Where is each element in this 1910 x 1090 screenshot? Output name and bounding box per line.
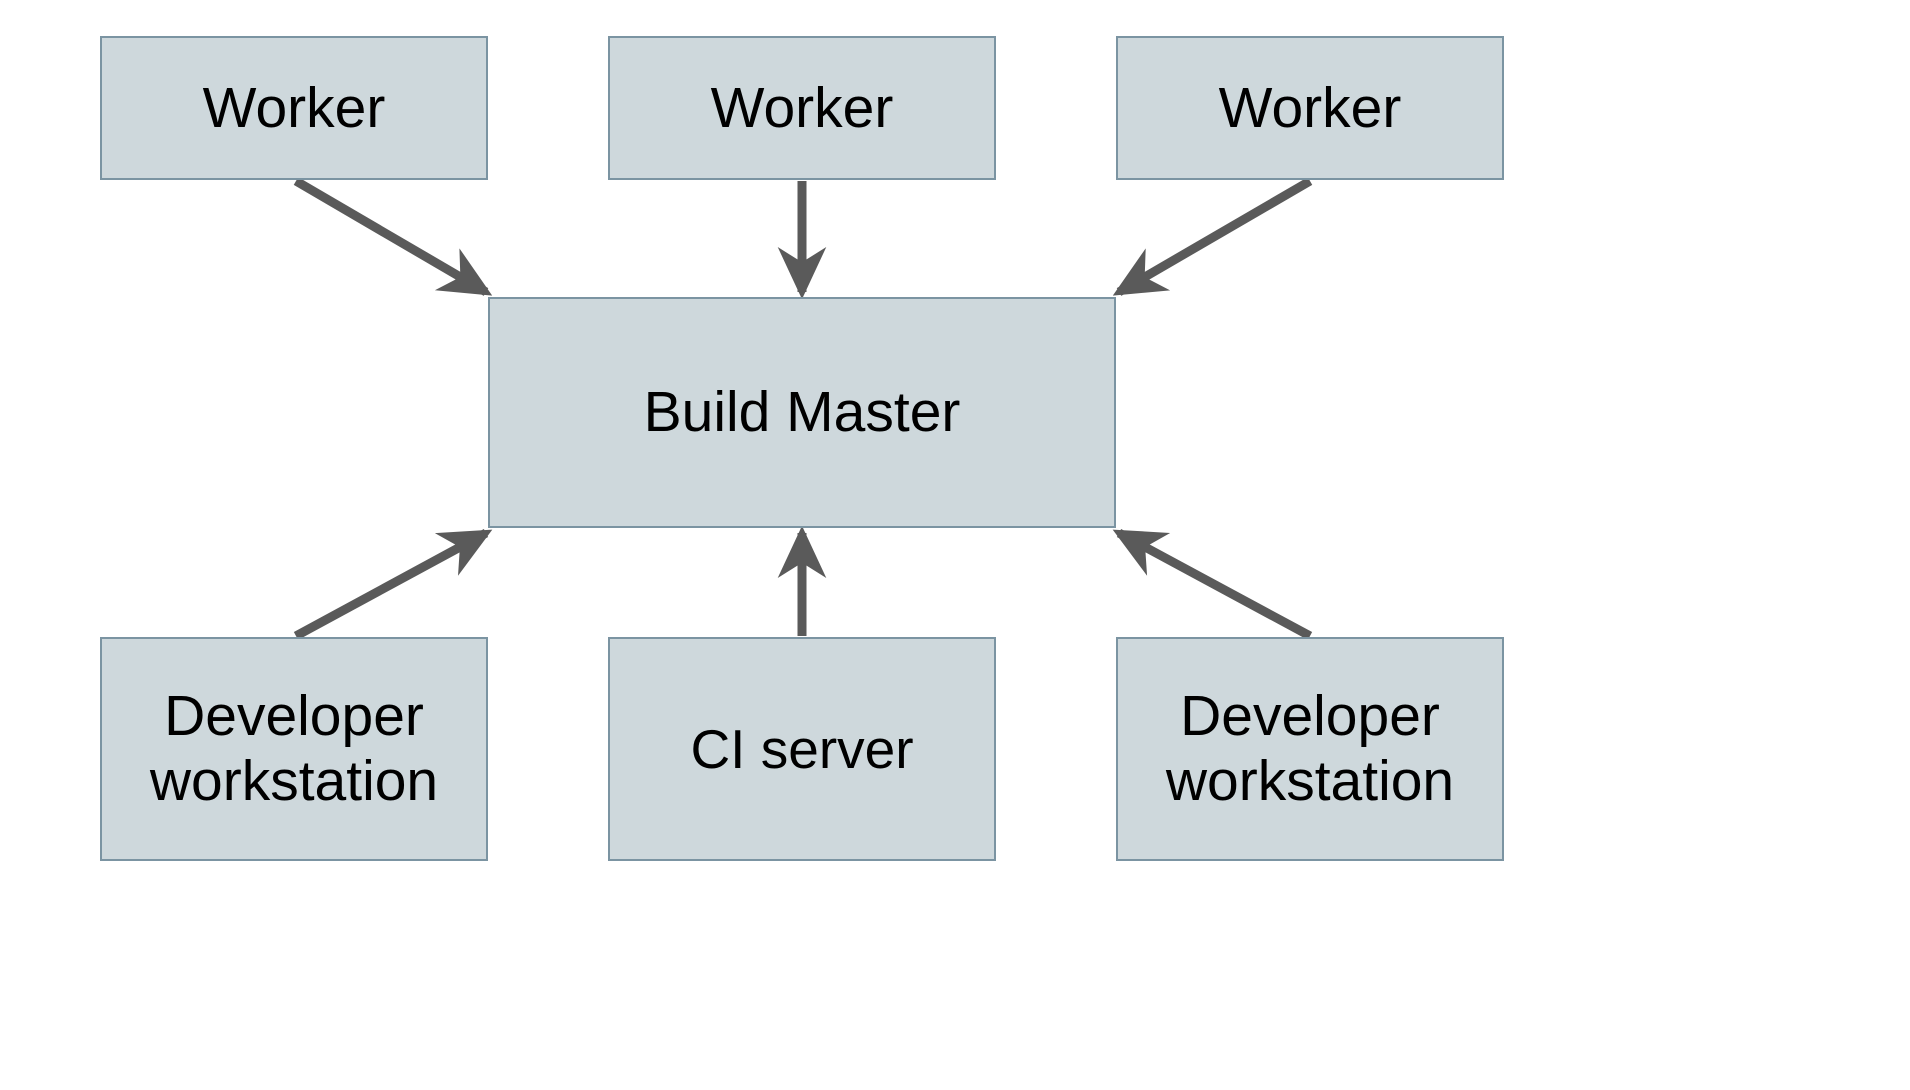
node-label-worker-1: Worker bbox=[202, 75, 386, 140]
node-developer-workstation-2[interactable]: Developer workstation bbox=[1116, 637, 1504, 861]
node-developer-workstation-1[interactable]: Developer workstation bbox=[100, 637, 488, 861]
node-build-master[interactable]: Build Master bbox=[488, 297, 1116, 528]
edge-dev2-to-master bbox=[1112, 529, 1313, 640]
node-label-developer-workstation-2: Developer workstation bbox=[1165, 684, 1455, 813]
node-label-worker-3: Worker bbox=[1218, 75, 1402, 140]
node-label-developer-workstation-1: Developer workstation bbox=[149, 684, 439, 813]
node-worker-1[interactable]: Worker bbox=[100, 36, 488, 180]
edge-worker1-to-master bbox=[293, 177, 493, 296]
node-label-ci-server: CI server bbox=[690, 717, 914, 780]
edge-dev1-to-master bbox=[293, 529, 493, 640]
edge-worker3-to-master bbox=[1112, 177, 1313, 296]
node-worker-3[interactable]: Worker bbox=[1116, 36, 1504, 180]
node-ci-server[interactable]: CI server bbox=[608, 637, 996, 861]
node-label-worker-2: Worker bbox=[710, 75, 894, 140]
node-worker-2[interactable]: Worker bbox=[608, 36, 996, 180]
node-label-build-master: Build Master bbox=[643, 380, 961, 445]
